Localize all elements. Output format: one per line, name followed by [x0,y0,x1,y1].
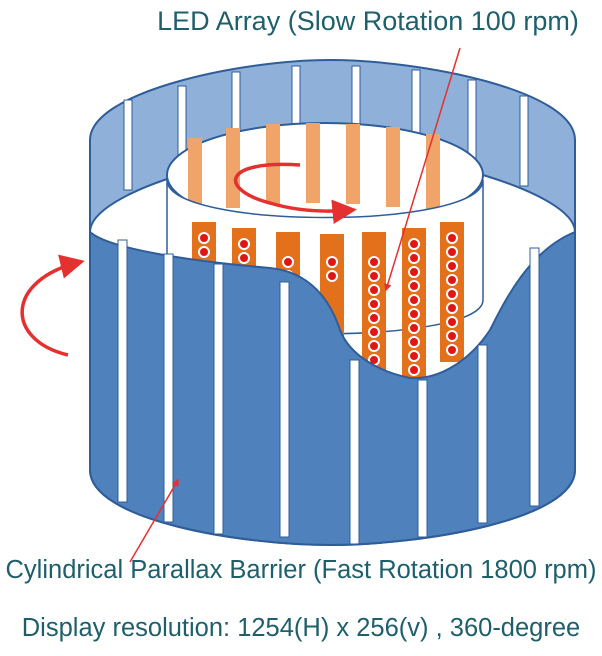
barrier-label: Cylindrical Parallax Barrier (Fast Rotat… [6,556,597,584]
led-array-label: LED Array (Slow Rotation 100 rpm) [157,6,579,36]
barrier-rotation-arrow [22,262,80,355]
resolution-label: Display resolution: 1254(H) x 256(v) , 3… [22,614,580,642]
